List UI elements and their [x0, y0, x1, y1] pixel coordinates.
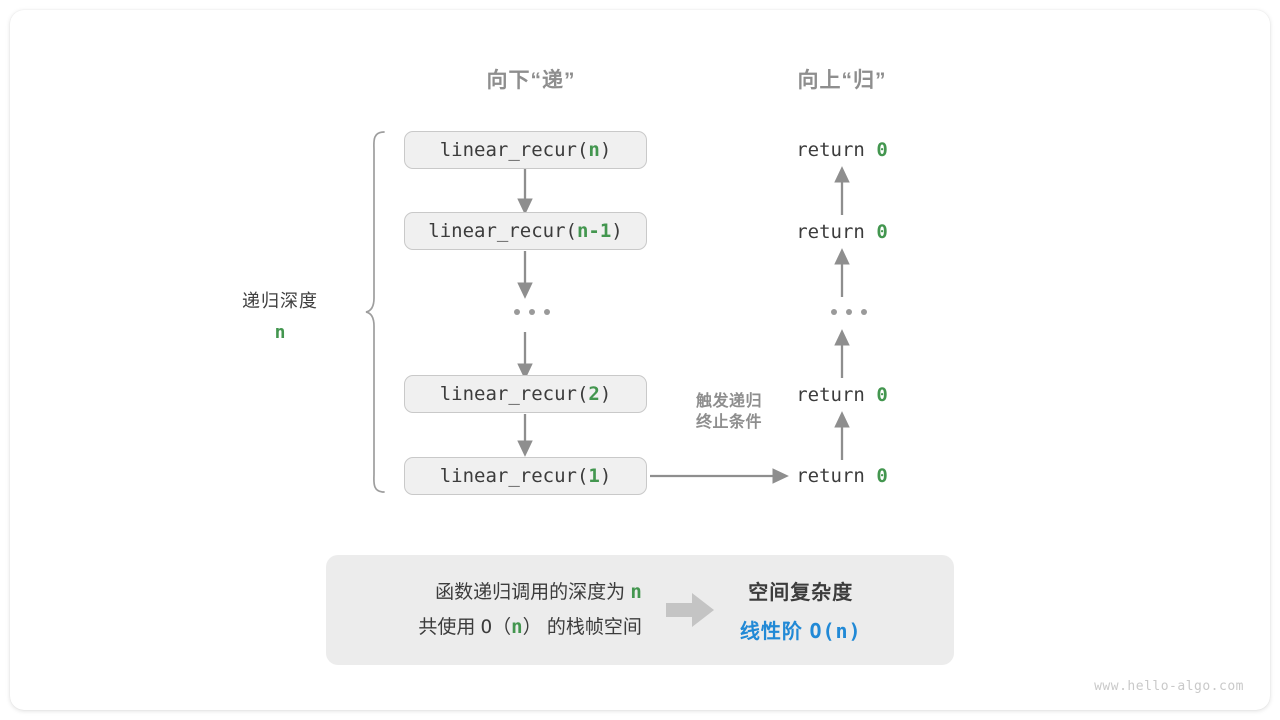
recursion-depth-title: 递归深度: [242, 291, 318, 311]
ellipsis-dot: [544, 309, 550, 315]
return-statement-3: return 0: [732, 384, 952, 406]
watermark: www.hello-algo.com: [1094, 679, 1244, 694]
return-keyword: return: [796, 384, 877, 406]
summary-complexity-title: 空间复杂度: [748, 582, 854, 604]
summary-complexity-value: 线性阶 O(n): [740, 615, 862, 644]
trigger-note-line1: 触发递归: [695, 393, 762, 410]
depth-brace: [365, 131, 385, 493]
summary-line-2-close: ）: [522, 616, 542, 638]
call-stack-ellipsis: [514, 309, 550, 315]
summary-panel: 函数递归调用的深度为 n 共使用 O（n） 的栈帧空间 空间复杂度 线性阶 O(…: [326, 555, 954, 665]
call-box-n[interactable]: linear_recur(n): [404, 131, 647, 169]
call-box-n-suffix: ): [599, 139, 612, 161]
recursion-depth-label: 递归深度 n: [194, 287, 366, 343]
ellipsis-dot: [529, 309, 535, 315]
call-box-1[interactable]: linear_recur(1): [404, 457, 647, 495]
call-box-2-suffix: ): [599, 383, 612, 405]
call-box-n-minus-1-prefix: linear_recur(: [428, 220, 577, 242]
summary-line-2-n: n: [511, 616, 523, 638]
summary-right-text: 空间复杂度 线性阶 O(n): [740, 576, 862, 644]
call-box-2[interactable]: linear_recur(2): [404, 375, 647, 413]
recursion-depth-value: n: [274, 322, 286, 343]
call-box-n-minus-1-suffix: ): [611, 220, 623, 242]
call-box-2-prefix: linear_recur(: [439, 383, 589, 405]
call-box-1-suffix: ): [599, 465, 612, 487]
summary-line-1-text: 函数递归调用的深度为: [435, 582, 631, 603]
call-box-1-prefix: linear_recur(: [439, 465, 589, 487]
call-box-n-prefix: linear_recur(: [439, 139, 589, 161]
header-ascend: 向上“归”: [797, 69, 887, 92]
header-descend: 向下“递”: [486, 69, 576, 92]
return-ellipsis: [831, 309, 867, 315]
summary-complexity-notation: O(n): [809, 619, 862, 643]
call-box-2-arg: 2: [588, 383, 600, 405]
return-keyword: return: [796, 465, 877, 487]
summary-line-1: 函数递归调用的深度为 n: [418, 575, 642, 610]
return-value: 0: [876, 384, 888, 406]
summary-line-2-d: 的栈帧空间: [541, 617, 642, 638]
ellipsis-dot: [514, 309, 520, 315]
return-value: 0: [876, 465, 888, 487]
summary-complexity-order: 线性阶: [739, 621, 810, 643]
call-box-n-minus-1-arg: n-1: [576, 220, 612, 242]
summary-line-2-a: 共使用: [418, 617, 481, 638]
call-box-n-arg: n: [588, 139, 600, 161]
summary-line-2-open: O（: [480, 616, 512, 638]
trigger-note-line2: 终止条件: [695, 414, 762, 431]
call-box-1-arg: 1: [588, 465, 600, 487]
summary-left-text: 函数递归调用的深度为 n 共使用 O（n） 的栈帧空间: [418, 575, 641, 645]
return-keyword: return: [796, 221, 877, 243]
return-statement-4: return 0: [732, 465, 952, 487]
return-statement-2: return 0: [732, 221, 952, 243]
return-value: 0: [876, 139, 888, 161]
trigger-termination-note: 触发递归 终止条件: [651, 391, 807, 433]
diagram-card: 向下“递” 向上“归” 递归深度 n linear_recur(n) linea…: [10, 10, 1270, 710]
ellipsis-dot: [831, 309, 837, 315]
return-keyword: return: [796, 139, 877, 161]
call-box-n-minus-1[interactable]: linear_recur(n-1): [404, 212, 647, 250]
ellipsis-dot: [846, 309, 852, 315]
return-value: 0: [876, 221, 888, 243]
connector-layer: [365, 131, 850, 493]
summary-line-1-n: n: [630, 581, 642, 603]
ellipsis-dot: [861, 309, 867, 315]
summary-line-2: 共使用 O（n） 的栈帧空间: [418, 610, 641, 645]
right-block-arrow-icon: [665, 593, 714, 627]
return-statement-1: return 0: [732, 139, 952, 161]
